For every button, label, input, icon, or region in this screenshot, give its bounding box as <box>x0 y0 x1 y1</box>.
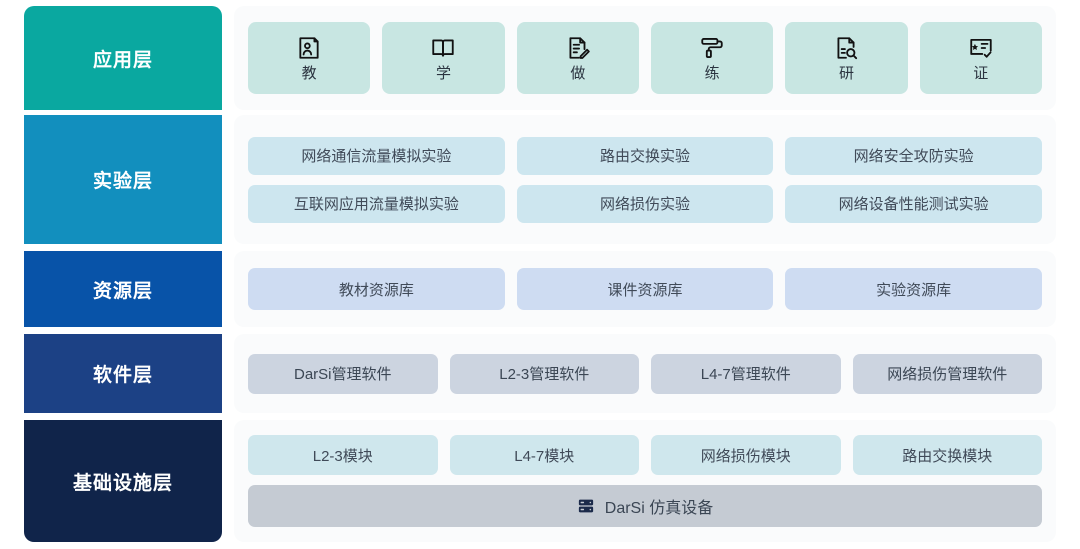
resource-pill[interactable]: 教材资源库 <box>248 268 505 310</box>
certificate-check-icon <box>968 35 994 61</box>
experiment-pill-row: 互联网应用流量模拟实验 网络损伤实验 网络设备性能测试实验 <box>248 184 1043 223</box>
resource-pill-row: 教材资源库 课件资源库 实验资源库 <box>248 268 1043 310</box>
app-tile-practice[interactable]: 练 <box>650 22 774 94</box>
app-tile-label: 做 <box>570 65 586 82</box>
app-tile-label: 教 <box>301 65 317 82</box>
app-tile-teach[interactable]: 教 <box>248 22 371 94</box>
module-pill[interactable]: 网络损伤模块 <box>651 435 841 475</box>
layer-label-software: 软件层 <box>24 334 222 413</box>
resource-pill[interactable]: 课件资源库 <box>516 268 774 310</box>
layer-label-text: 软件层 <box>92 365 153 386</box>
layer-label-text: 基础设施层 <box>72 472 173 494</box>
app-tile-certify[interactable]: 证 <box>919 22 1042 94</box>
resource-pill[interactable]: 实验资源库 <box>785 268 1043 310</box>
layer-panel-application: 教 学 <box>234 6 1056 110</box>
layer-row-software: 软件层 DarSi管理软件 L2-3管理软件 L4-7管理软件 网络损伤管理软件 <box>0 334 1080 413</box>
module-pill-row: L2-3模块 L4-7模块 网络损伤模块 路由交换模块 <box>248 435 1042 475</box>
app-tile-research[interactable]: 研 <box>785 22 908 94</box>
layer-row-infrastructure: 基础设施层 L2-3模块 L4-7模块 网络损伤模块 路由交换模块 <box>0 420 1080 542</box>
app-tile-row: 教 学 <box>248 22 1042 94</box>
darsi-device-bar[interactable]: DarSi 仿真设备 <box>248 485 1042 527</box>
module-pill[interactable]: 路由交换模块 <box>852 435 1042 475</box>
teaching-board-icon <box>296 35 322 61</box>
layer-label-experiment: 实验层 <box>24 115 222 244</box>
device-bar-label: DarSi 仿真设备 <box>604 500 714 517</box>
layer-label-application: 应用层 <box>24 6 222 110</box>
layer-row-application: 应用层 教 <box>0 6 1080 110</box>
document-pen-icon <box>565 35 591 61</box>
app-tile-do[interactable]: 做 <box>516 22 639 94</box>
layer-panel-infrastructure: L2-3模块 L4-7模块 网络损伤模块 路由交换模块 <box>234 420 1056 542</box>
layer-label-text: 资源层 <box>92 280 153 302</box>
layer-label-text: 实验层 <box>92 171 153 192</box>
layer-panel-experiment: 网络通信流量模拟实验 路由交换实验 网络安全攻防实验 互联网应用流量模拟实验 网… <box>234 115 1056 244</box>
document-search-icon <box>833 35 859 61</box>
software-pill[interactable]: 网络损伤管理软件 <box>852 353 1042 394</box>
layer-row-resource: 资源层 教材资源库 课件资源库 实验资源库 <box>0 251 1080 327</box>
experiment-pill-row: 网络通信流量模拟实验 路由交换实验 网络安全攻防实验 <box>248 136 1043 175</box>
module-pill[interactable]: L2-3模块 <box>248 435 438 475</box>
paint-roller-icon <box>699 35 725 61</box>
software-pill[interactable]: DarSi管理软件 <box>248 353 438 394</box>
app-tile-label: 证 <box>973 65 989 82</box>
experiment-pill[interactable]: 互联网应用流量模拟实验 <box>248 184 505 223</box>
layer-panel-resource: 教材资源库 课件资源库 实验资源库 <box>234 251 1056 327</box>
app-tile-label: 练 <box>704 65 720 82</box>
server-rack-icon <box>577 497 595 515</box>
experiment-pill[interactable]: 网络损伤实验 <box>516 184 774 223</box>
layer-panel-software: DarSi管理软件 L2-3管理软件 L4-7管理软件 网络损伤管理软件 <box>234 334 1056 413</box>
app-tile-label: 学 <box>435 65 451 82</box>
open-book-icon <box>430 35 456 61</box>
layer-label-resource: 资源层 <box>24 251 222 327</box>
layer-row-experiment: 实验层 网络通信流量模拟实验 路由交换实验 网络安全攻防实验 互联网应用流量模拟… <box>0 115 1080 244</box>
layer-label-text: 应用层 <box>92 49 153 71</box>
experiment-pill[interactable]: 网络通信流量模拟实验 <box>248 136 505 175</box>
app-tile-learn[interactable]: 学 <box>382 22 505 94</box>
module-pill[interactable]: L4-7模块 <box>449 435 639 475</box>
software-pill-row: DarSi管理软件 L2-3管理软件 L4-7管理软件 网络损伤管理软件 <box>248 353 1042 394</box>
device-bar-row: DarSi 仿真设备 <box>248 485 1042 527</box>
software-pill[interactable]: L4-7管理软件 <box>651 353 841 394</box>
experiment-pill[interactable]: 路由交换实验 <box>516 136 774 175</box>
experiment-pill[interactable]: 网络设备性能测试实验 <box>785 184 1043 223</box>
layer-label-infrastructure: 基础设施层 <box>24 420 222 542</box>
experiment-pill[interactable]: 网络安全攻防实验 <box>785 136 1043 175</box>
software-pill[interactable]: L2-3管理软件 <box>449 353 639 394</box>
app-tile-label: 研 <box>838 65 854 82</box>
